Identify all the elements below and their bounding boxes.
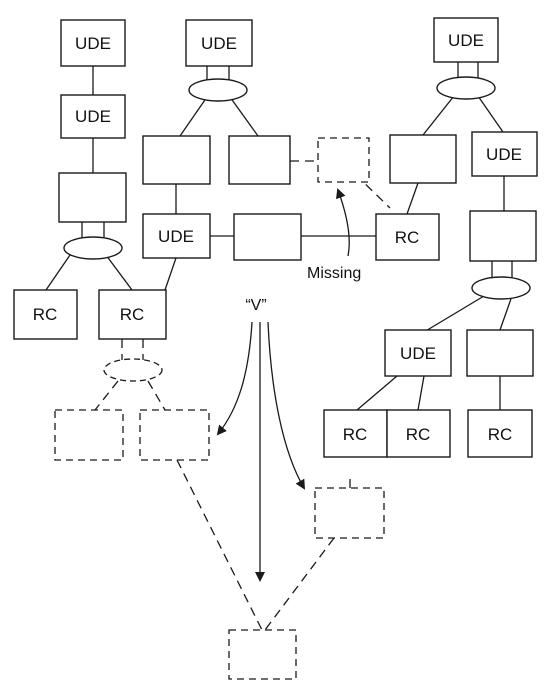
ude-label: UDE xyxy=(448,31,484,50)
rc-label: RC xyxy=(120,305,145,324)
ude-label: UDE xyxy=(201,34,237,53)
rc-box-4: RC xyxy=(323,409,388,458)
rc-label: RC xyxy=(488,425,513,444)
ude-label: UDE xyxy=(400,344,436,363)
ude-box-7: UDE xyxy=(384,329,452,377)
ude-box-4: UDE xyxy=(142,213,211,259)
effect-box-3 xyxy=(228,135,291,185)
ude-box-1: UDE xyxy=(60,19,126,67)
ude-label: UDE xyxy=(486,145,522,164)
ude-box-3: UDE xyxy=(185,19,253,67)
v-arrow-right xyxy=(267,321,306,490)
ude-box-5: UDE xyxy=(433,17,499,63)
ude-box-6: UDE xyxy=(471,131,538,177)
ude-label: UDE xyxy=(158,227,194,246)
v-arrow-left xyxy=(216,321,253,436)
and-connector-top-middle xyxy=(188,78,248,102)
effect-box-4 xyxy=(233,213,302,261)
missing-arrow xyxy=(336,188,350,257)
dashed-box-middle xyxy=(139,409,210,461)
effect-box-5 xyxy=(389,134,457,184)
rc-box-2: RC xyxy=(98,289,167,340)
and-connector-right xyxy=(471,276,531,300)
rc-label: RC xyxy=(33,305,58,324)
rc-box-5: RC xyxy=(386,409,451,458)
missing-label: Missing xyxy=(307,265,361,282)
effect-box-7 xyxy=(466,329,534,377)
rc-box-1: RC xyxy=(13,289,78,340)
ude-label: UDE xyxy=(75,107,111,126)
effect-box-left xyxy=(58,172,127,223)
rc-label: RC xyxy=(343,425,368,444)
ude-label: UDE xyxy=(75,34,111,53)
dashed-box-bottom xyxy=(228,629,297,680)
annotation-arrows xyxy=(216,188,350,582)
rc-label: RC xyxy=(406,425,431,444)
effect-box-2 xyxy=(142,135,211,185)
dashed-box-right xyxy=(314,487,385,539)
rc-box-6: RC xyxy=(467,409,533,458)
solid-connectors xyxy=(45,62,513,411)
and-connector-dashed xyxy=(103,358,163,382)
v-label: “V” xyxy=(245,297,266,314)
ude-box-2: UDE xyxy=(60,94,126,139)
rc-box-3: RC xyxy=(375,213,440,261)
dashed-connectors xyxy=(94,160,391,631)
effect-box-6 xyxy=(469,210,537,262)
and-connector-left xyxy=(63,236,123,260)
rc-label: RC xyxy=(395,228,420,247)
dashed-box-left xyxy=(54,409,124,461)
and-connector-top-right xyxy=(436,76,496,100)
missing-box xyxy=(317,137,370,183)
